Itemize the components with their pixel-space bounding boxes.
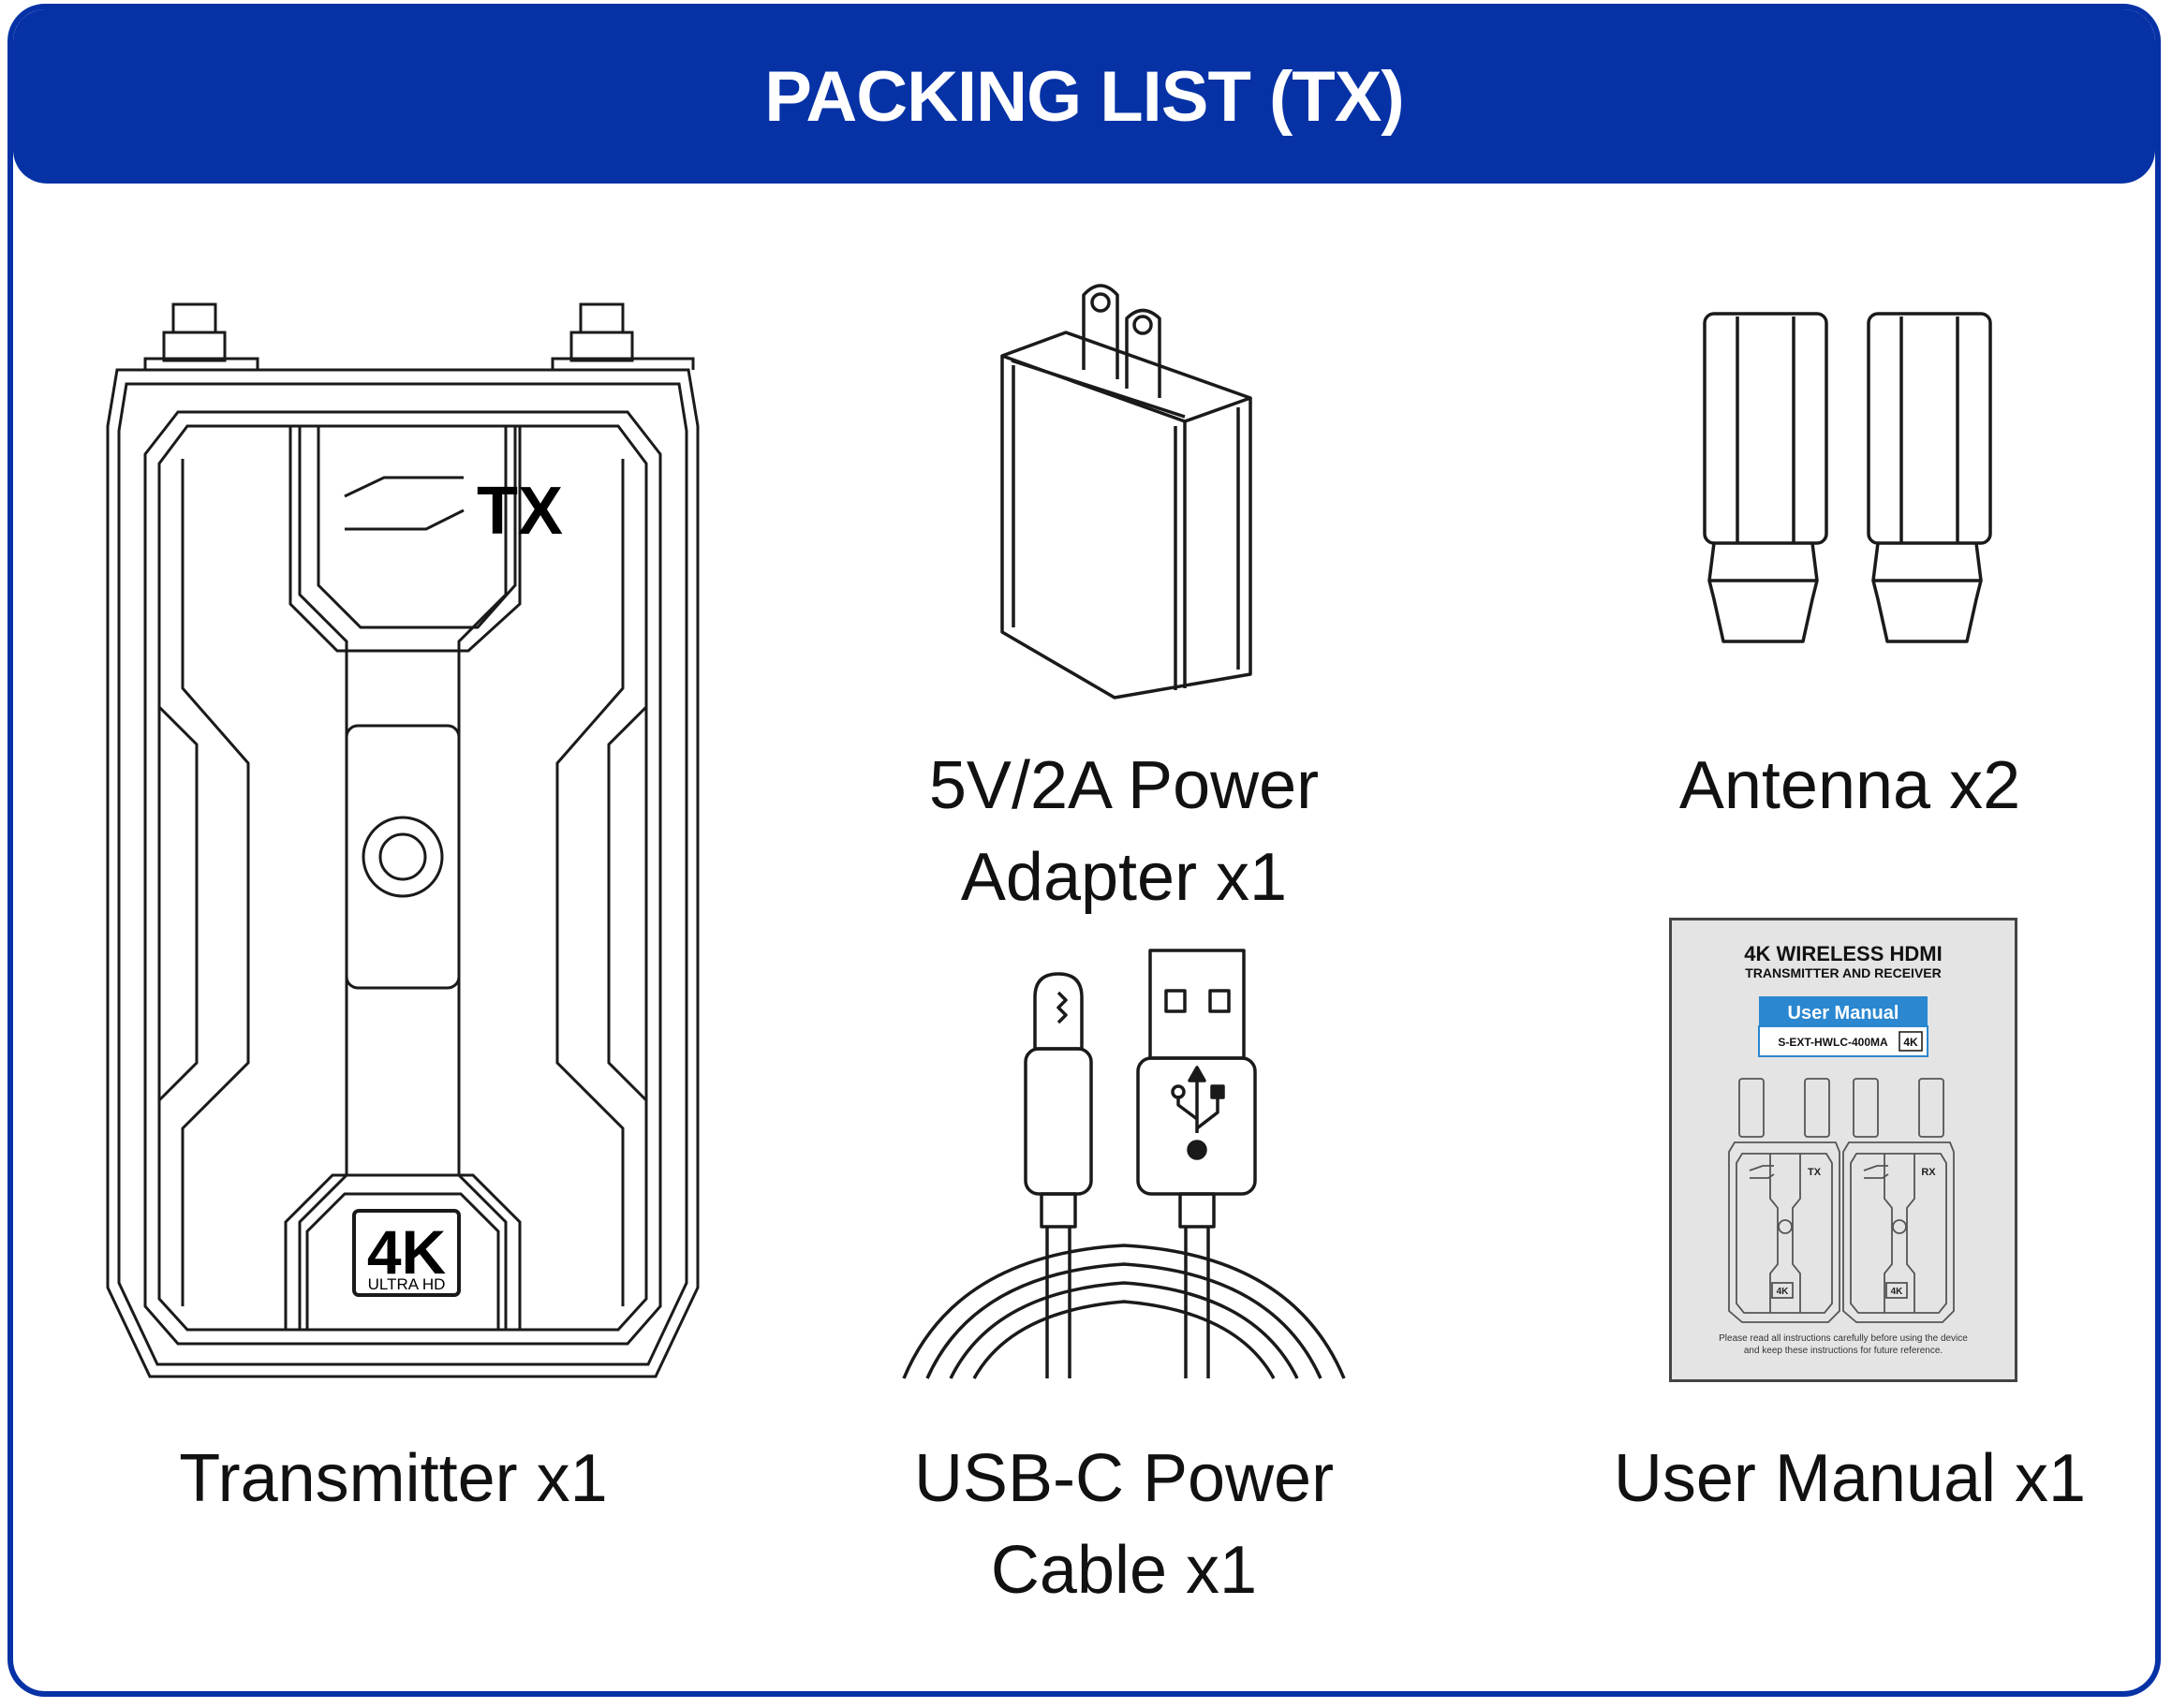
manual-cover-4k-rx: 4K [1891,1287,1904,1297]
manual-cover-note-2: and keep these instructions for future r… [1744,1346,1943,1356]
antenna-label: Antenna x2 [1678,748,2021,823]
antenna-right [1867,312,1992,643]
manual-cover-banner: User Manual [1788,1003,1899,1023]
header-banner: PACKING LIST (TX) [13,9,2155,184]
packing-list-frame: PACKING LIST (TX) [7,4,2161,1697]
tx-badge: TX [477,474,563,549]
manual-cover-model-badge: 4K [1903,1036,1918,1049]
power-adapter-label: 5V/2A Power Adapter x1 [843,740,1405,923]
antenna-left [1703,312,1828,643]
manual-cover-tx: TX [1808,1167,1822,1178]
antenna-illustration [1703,312,1992,643]
manual-cover-rx: RX [1921,1167,1936,1178]
transmitter-illustration: TX 4K ULTRA HD [106,302,700,1378]
manual-cover-4k-tx: 4K [1777,1287,1790,1297]
manual-cover-title: 4K WIRELESS HDMI [1744,942,1942,965]
usb-cable-label-line2: Cable x1 [990,1533,1258,1608]
power-adapter-label-line1: 5V/2A Power [928,748,1320,823]
ultra-hd-badge-text: ULTRA HD [368,1275,446,1293]
four-k-badge-text: 4K [367,1217,447,1287]
power-adapter-label-line2: Adapter x1 [960,840,1288,915]
page-title: PACKING LIST (TX) [764,56,1404,137]
power-adapter-illustration [1000,284,1252,699]
manual-cover-model: S-EXT-HWLC-400MA [1778,1036,1888,1049]
manual-mini-tx [1728,1078,1840,1323]
user-manual-illustration: 4K WIRELESS HDMI TRANSMITTER AND RECEIVE… [1669,918,2017,1382]
usb-cable-illustration [902,949,1346,1379]
usb-cable-label: USB-C Power Cable x1 [843,1433,1405,1616]
transmitter-label: Transmitter x1 [179,1441,608,1516]
usb-cable-label-line1: USB-C Power [913,1441,1335,1516]
manual-mini-rx [1842,1078,1955,1323]
manual-cover-subtitle: TRANSMITTER AND RECEIVER [1745,965,1942,980]
user-manual-label: User Manual x1 [1613,1441,2087,1516]
manual-cover-note-1: Please read all instructions carefully b… [1719,1333,1968,1344]
